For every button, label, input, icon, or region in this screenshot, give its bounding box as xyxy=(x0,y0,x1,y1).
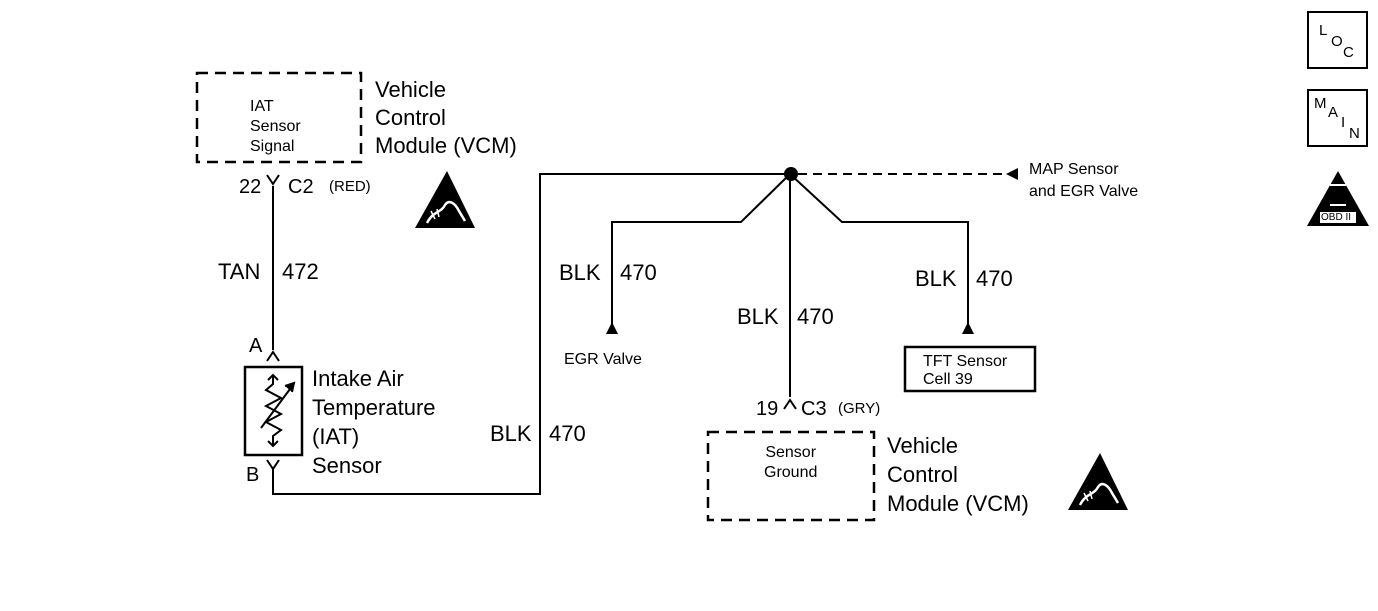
main-letter-m: M xyxy=(1314,95,1327,112)
egr-arrowhead xyxy=(606,322,618,334)
map-egr-arrowhead xyxy=(1006,168,1018,180)
loc-letter-c: C xyxy=(1343,44,1354,61)
esd-warning-icon xyxy=(1068,453,1128,510)
blk-470-egr-branch xyxy=(611,173,791,325)
wire-blk-egr-color: BLK xyxy=(559,260,601,285)
tft-arrowhead xyxy=(962,322,974,334)
wire-blk-main-circuit: 470 xyxy=(549,421,586,446)
blk-470-return-wire xyxy=(272,173,790,495)
loc-nav-button[interactable]: L O C xyxy=(1307,11,1368,69)
splice-point xyxy=(784,167,798,181)
tft-sensor-label: TFT Sensor Cell 39 xyxy=(923,353,1008,388)
vcm-bottom-connector-color: (GRY) xyxy=(838,400,881,417)
wire-tan-circuit: 472 xyxy=(282,259,319,284)
wire-blk-vcm-color: BLK xyxy=(737,304,779,329)
loc-letter-o: O xyxy=(1331,33,1343,50)
vcm-top-connector-color: (RED) xyxy=(329,178,371,195)
obd-ii-icon[interactable] xyxy=(1307,171,1369,226)
main-letter-n: N xyxy=(1349,125,1360,142)
vcm-top-box-text: IAT Sensor Signal xyxy=(250,98,301,155)
pin-b-connector-symbol xyxy=(266,459,280,471)
vcm-top-dashed-box xyxy=(195,71,363,164)
loc-letter-l: L xyxy=(1319,22,1328,39)
vcm-top-connector: C2 xyxy=(288,176,314,198)
obd-ii-label: OBD II xyxy=(1321,212,1352,223)
wire-tan-color: TAN xyxy=(218,259,261,284)
main-nav-button[interactable]: M A I N xyxy=(1307,89,1368,147)
esd-warning-icon xyxy=(415,171,475,228)
pin-a-connector-symbol xyxy=(266,350,280,362)
egr-valve-label: EGR Valve xyxy=(564,351,642,368)
wire-blk-vcm-circuit: 470 xyxy=(797,304,834,329)
wire-blk-tft-circuit: 470 xyxy=(976,266,1013,291)
blk-470-tft-branch xyxy=(789,173,969,325)
thermistor-arrow xyxy=(260,384,294,429)
vcm-bottom-label: Vehicle Control Module (VCM) xyxy=(887,433,1029,516)
vcm-top-pin: 22 xyxy=(239,176,262,198)
main-letter-a: A xyxy=(1328,104,1339,121)
vcm-bottom-dashed-box xyxy=(706,430,876,522)
c3-connector-symbol xyxy=(783,398,797,410)
vcm-bottom-pin: 19 xyxy=(756,398,779,420)
iat-pin-b: B xyxy=(246,464,260,486)
vcm-bottom-box-text: Sensor Ground xyxy=(764,444,818,481)
c2-connector-symbol xyxy=(266,174,280,186)
vcm-bottom-connector: C3 xyxy=(801,398,827,420)
iat-pin-a: A xyxy=(249,335,263,357)
main-letter-i: I xyxy=(1341,114,1346,131)
vcm-top-label: Vehicle Control Module (VCM) xyxy=(375,77,517,158)
tft-sensor-box xyxy=(903,345,1037,393)
map-egr-label: MAP Sensor and EGR Valve xyxy=(1029,161,1139,200)
iat-sensor-label: Intake Air Temperature (IAT) Sensor xyxy=(312,366,436,478)
wire-blk-main-color: BLK xyxy=(490,421,532,446)
wire-blk-tft-color: BLK xyxy=(915,266,957,291)
wire-blk-egr-circuit: 470 xyxy=(620,260,657,285)
iat-sensor-body xyxy=(243,365,304,457)
